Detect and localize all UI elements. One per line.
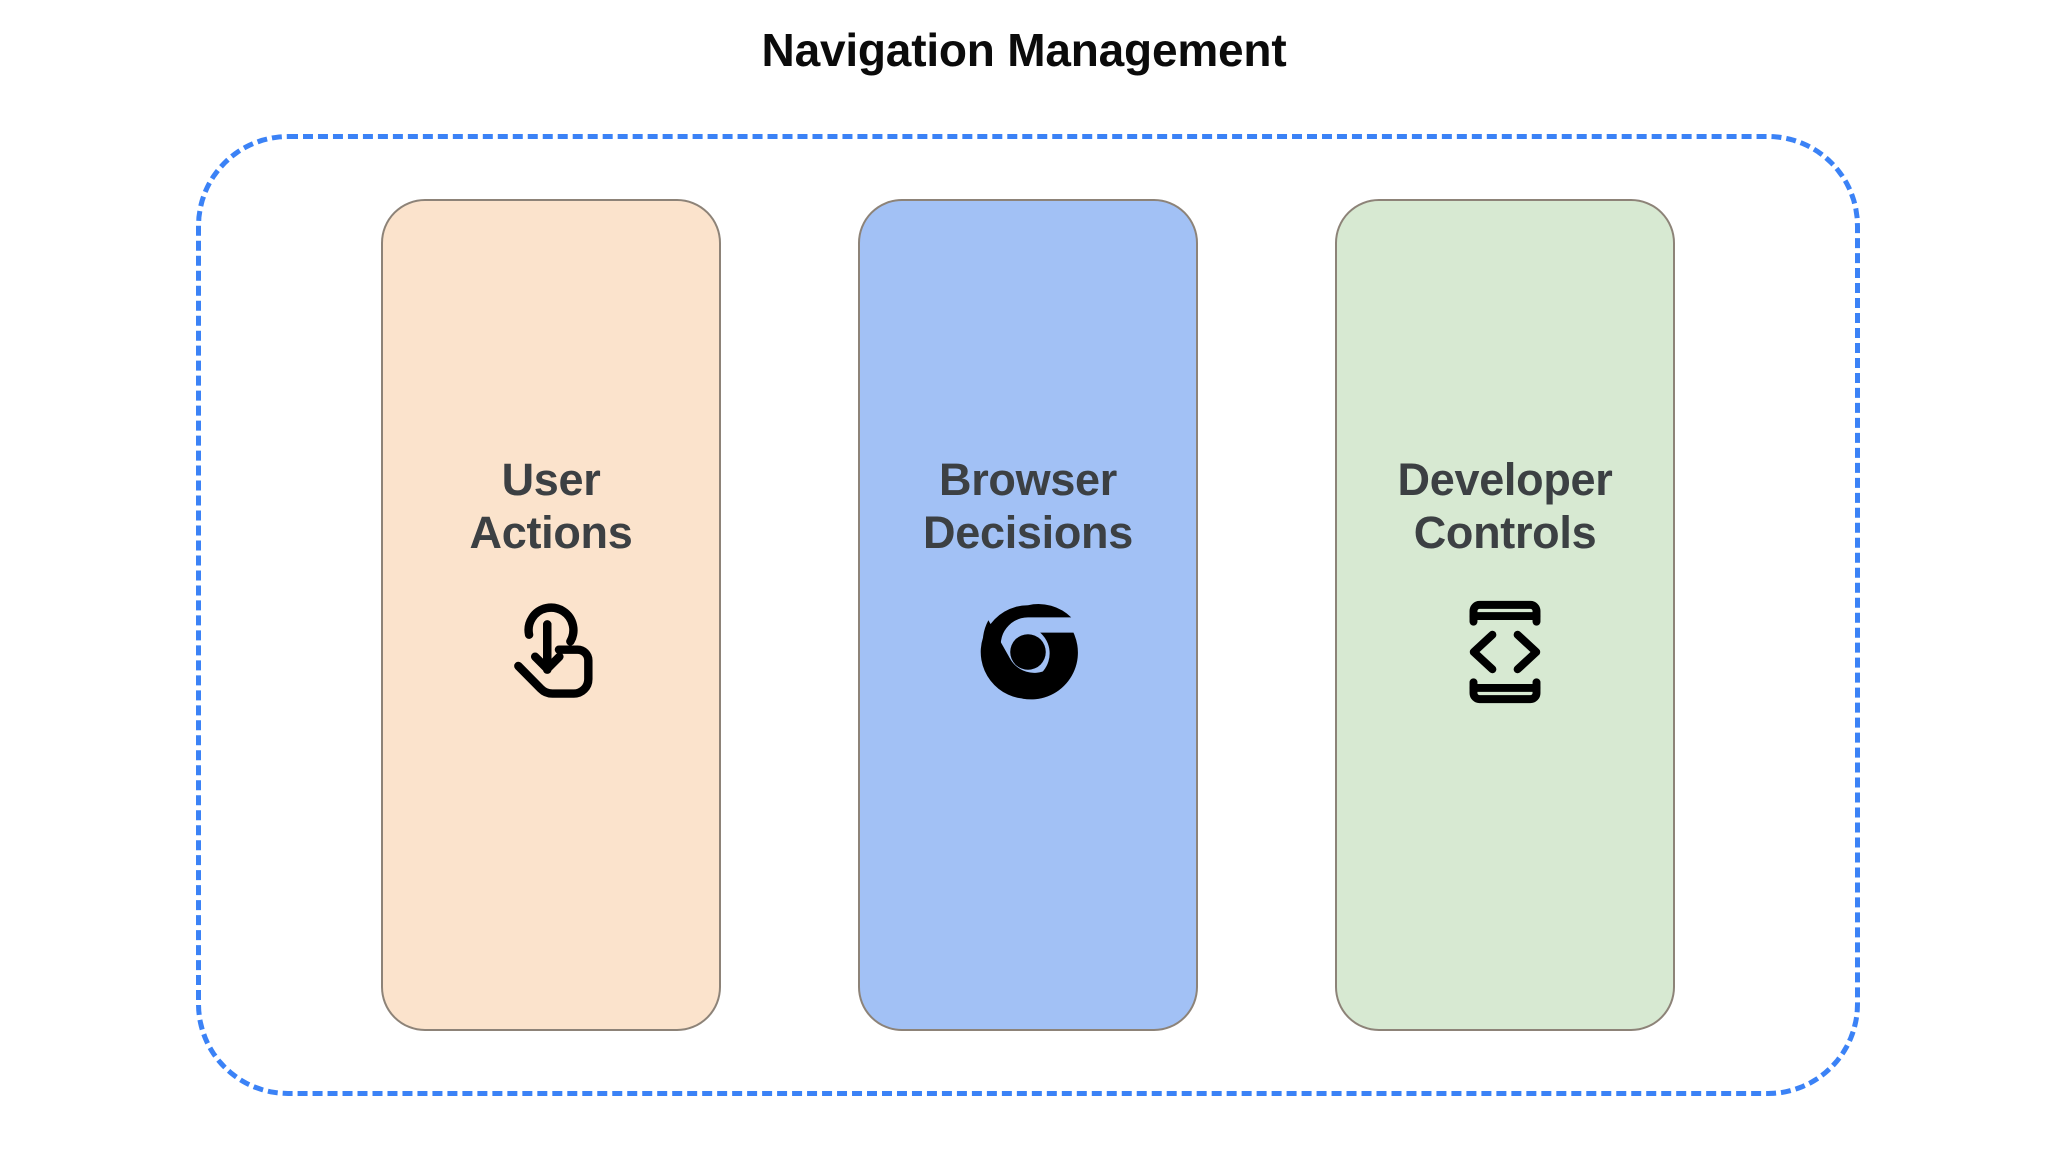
- card-browser-decisions[interactable]: Browser Decisions: [858, 199, 1198, 1031]
- card-label-line1: Browser: [939, 454, 1117, 505]
- card-label-line2: Controls: [1413, 507, 1597, 559]
- card-developer-controls[interactable]: Developer Controls: [1335, 199, 1675, 1031]
- card-label-line2: Actions: [469, 507, 633, 559]
- chrome-logo-icon: [969, 593, 1087, 711]
- card-label-line1: User: [501, 454, 601, 505]
- touch-gesture-icon: [492, 593, 610, 711]
- cards-row: User Actions Browser Decisions: [196, 134, 1860, 1096]
- page-title: Navigation Management: [761, 24, 1287, 76]
- card-label-line2: Decisions: [923, 507, 1133, 559]
- card-label-browser-decisions: Browser Decisions: [860, 453, 1196, 559]
- card-label-user-actions: User Actions: [383, 453, 719, 559]
- card-label-line1: Developer: [1397, 454, 1613, 505]
- card-label-developer-controls: Developer Controls: [1337, 453, 1673, 559]
- dashed-group-container: [196, 134, 1860, 1096]
- card-user-actions[interactable]: User Actions: [381, 199, 721, 1031]
- developer-mode-code-icon: [1446, 593, 1564, 711]
